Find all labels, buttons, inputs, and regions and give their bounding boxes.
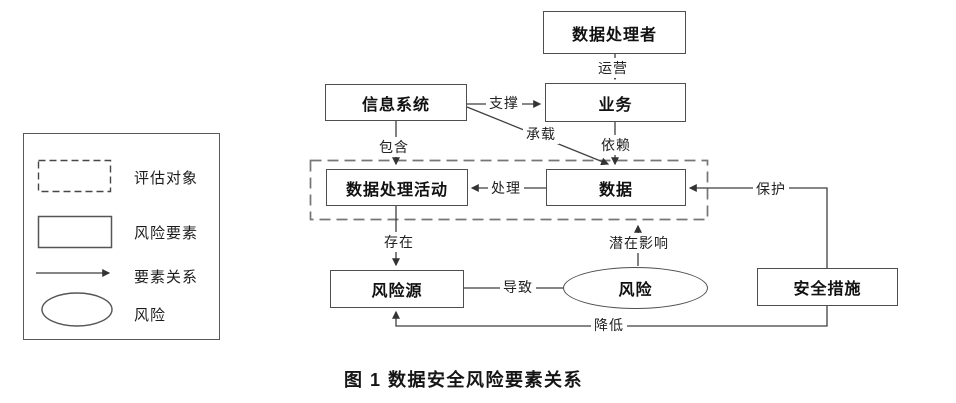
edge-label-carry: 承载 <box>523 124 559 144</box>
edge-label-support: 支撑 <box>486 93 522 113</box>
legend-label-evaluation-object: 评估对象 <box>134 170 199 187</box>
legend-label-risk: 风险 <box>134 307 167 324</box>
edge-label-potential-impact: 潜在影响 <box>606 233 672 253</box>
node-security-measures: 安全措施 <box>757 268 898 306</box>
edge-label-exist: 存在 <box>381 232 417 252</box>
legend-ellipse-symbol <box>41 292 113 327</box>
edge-label-protect: 保护 <box>753 179 789 199</box>
legend-label-element-relation: 要素关系 <box>134 269 199 286</box>
node-risk: 风险 <box>563 267 708 309</box>
node-info-system: 信息系统 <box>325 84 467 121</box>
node-risk-source: 风险源 <box>330 270 464 308</box>
edge-label-depend: 依赖 <box>598 135 634 155</box>
node-data-processor: 数据处理者 <box>543 11 686 54</box>
legend-box <box>23 133 220 340</box>
legend-solid-rect-symbol <box>37 215 113 249</box>
node-data-activity: 数据处理活动 <box>326 169 468 206</box>
legend-label-risk-element: 风险要素 <box>134 225 199 242</box>
edge-label-cause: 导致 <box>500 277 536 297</box>
edge-label-contain: 包含 <box>376 137 412 157</box>
node-data: 数据 <box>546 169 686 206</box>
figure-caption: 图 1 数据安全风险要素关系 <box>344 370 584 390</box>
edge-protect-arrow <box>688 184 828 268</box>
evaluation-object-dashed-container <box>309 159 709 221</box>
edge-label-reduce: 降低 <box>591 315 627 335</box>
edge-label-process: 处理 <box>488 178 524 198</box>
node-business: 业务 <box>545 83 686 122</box>
edge-label-operate: 运营 <box>595 58 631 78</box>
legend-dashed-rect-symbol <box>37 159 112 193</box>
